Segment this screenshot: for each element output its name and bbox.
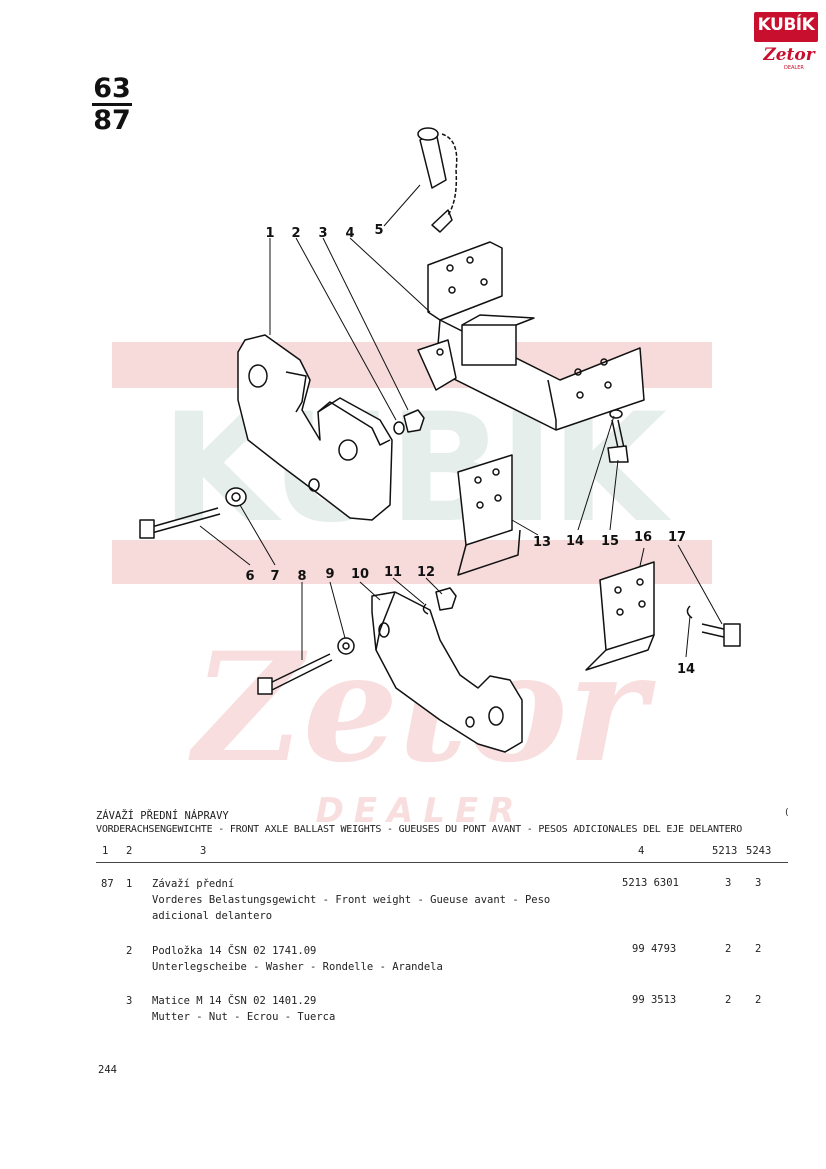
callout-4: 4 [345, 226, 354, 241]
callout-14: 14 [677, 662, 695, 677]
row1-desc-cz: Závaží přední [152, 878, 235, 890]
header-col1: 1 [102, 845, 109, 857]
row1-fig: 87 [101, 878, 114, 890]
watermark-tag: DEALER [316, 791, 525, 831]
table-header-rule [96, 862, 788, 863]
row2-part-number: 99 4793 [632, 943, 677, 955]
page-number: 244 [98, 1064, 117, 1076]
callout-8: 8 [297, 569, 306, 584]
row2-qty-5213: 2 [725, 943, 732, 955]
washer-2 [393, 421, 405, 435]
leader-lines [199, 184, 723, 660]
callout-2: 2 [291, 226, 300, 241]
callout-10: 10 [351, 567, 369, 582]
row1-qty-5243: 3 [755, 877, 762, 889]
kubik-zetor-logo: KUBÍK Zetor DEALER [754, 12, 818, 72]
bolt-17 [701, 623, 741, 647]
row1-part-number: 5213 6301 [622, 877, 679, 889]
callout-6: 6 [245, 569, 254, 584]
pin-with-chain-part [417, 127, 458, 233]
callout-11: 11 [384, 565, 402, 580]
row1-desc-multi: Vorderes Belastungsgewicht - Front weigh… [152, 894, 551, 906]
figure-ref-bottom: 87 [93, 105, 131, 136]
row1-desc-cont: adicional delantero [152, 910, 273, 922]
logo-tag: DEALER [784, 65, 804, 71]
washer-11 [422, 603, 429, 615]
callout-14: 14 [566, 534, 584, 549]
callout-3: 3 [318, 226, 327, 241]
callout-9: 9 [325, 567, 334, 582]
header-col5: 5213 [712, 845, 738, 857]
front-weight-part [237, 334, 393, 521]
callout-13: 13 [533, 535, 551, 550]
callout-12: 12 [417, 565, 435, 580]
header-col3: 3 [200, 845, 207, 857]
row2-qty-5243: 2 [755, 943, 762, 955]
row3-pos: 3 [126, 995, 133, 1007]
front-bracket-part [417, 241, 645, 431]
row3-qty-5243: 2 [755, 994, 762, 1006]
callout-7: 7 [270, 569, 279, 584]
corner-mark: ( [784, 808, 790, 818]
row1-pos: 1 [126, 878, 133, 890]
row1-qty-5213: 3 [725, 877, 732, 889]
figure-ref-top: 63 [92, 73, 132, 106]
table-title-cz: ZÁVAŽÍ PŘEDNÍ NÁPRAVY [96, 810, 229, 822]
row3-desc-cz: Matice M 14 ČSN 02 1401.29 [152, 995, 317, 1007]
row2-pos: 2 [126, 945, 133, 957]
header-col2: 2 [126, 845, 133, 857]
mounting-plate-left [457, 454, 521, 576]
row3-qty-5213: 2 [725, 994, 732, 1006]
row2-desc-cz: Podložka 14 ČSN 02 1741.09 [152, 945, 317, 957]
washer-14b [686, 605, 693, 619]
washer-7 [225, 487, 247, 507]
table-title-multilingual: VORDERACHSENGEWICHTE - FRONT AXLE BALLAS… [96, 824, 743, 835]
nut-3 [403, 409, 425, 433]
callout-17: 17 [668, 530, 686, 545]
row3-part-number: 99 3513 [632, 994, 677, 1006]
bolt-6 [139, 507, 221, 539]
bolt-8 [257, 653, 333, 695]
callout-5: 5 [374, 223, 383, 238]
callout-1: 1 [265, 226, 274, 241]
header-col4: 4 [638, 845, 645, 857]
weight-lower-part [371, 591, 523, 753]
row2-desc-multi: Unterlegscheibe - Washer - Rondelle - Ar… [152, 961, 443, 973]
mounting-plate-right [585, 561, 655, 671]
figure-reference: 63 87 [92, 74, 132, 135]
logo-make: Zetor [763, 45, 815, 65]
washer-9 [337, 637, 355, 655]
bolt-15 [607, 419, 629, 463]
logo-brand: KUBÍK [757, 15, 815, 35]
callout-16: 16 [634, 530, 652, 545]
washer-14a [609, 409, 623, 419]
callout-15: 15 [601, 534, 619, 549]
row3-desc-multi: Mutter - Nut - Ecrou - Tuerca [152, 1011, 336, 1023]
header-col6: 5243 [746, 845, 772, 857]
